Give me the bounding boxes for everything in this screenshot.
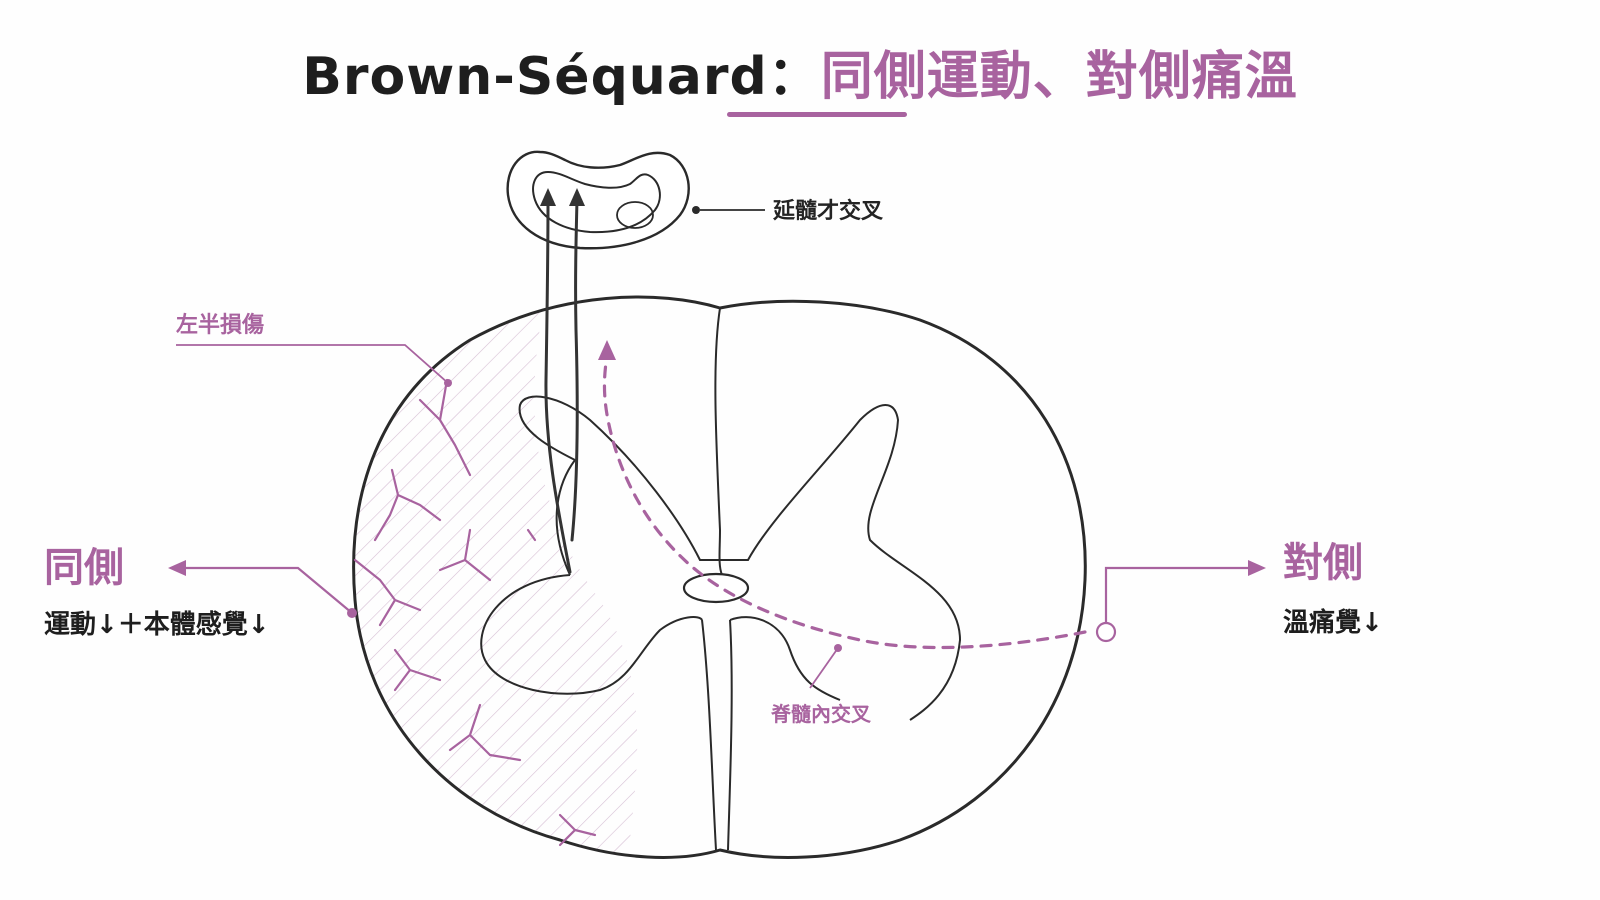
contralateral-heading: 對側 bbox=[1283, 540, 1363, 586]
contralateral-arrow bbox=[1095, 560, 1266, 643]
contralateral-deficit-text: 溫痛覺↓ bbox=[1283, 608, 1383, 638]
lesion-crack-marks bbox=[353, 378, 597, 847]
central-canal bbox=[682, 572, 750, 604]
ipsilateral-deficit-text: 運動↓＋本體感覺↓ bbox=[44, 610, 270, 640]
spinal-decussation-leader-line bbox=[809, 644, 842, 689]
title-underline bbox=[727, 112, 907, 117]
posterior-median-sulcus bbox=[714, 307, 723, 576]
lesion-hatched-region bbox=[353, 300, 638, 858]
title-accent: 同側運動、對側痛溫 bbox=[820, 47, 1298, 107]
ipsilateral-heading: 同側 bbox=[44, 545, 124, 591]
spinal-decussation-label: 脊髓內交叉 bbox=[771, 702, 871, 726]
tract-arrowheads bbox=[540, 188, 585, 206]
spinothalamic-pathway bbox=[598, 340, 1087, 650]
ipsilateral-arrow bbox=[168, 560, 357, 618]
lesion-leader-line bbox=[176, 344, 452, 387]
dorsal-column-tracts bbox=[544, 198, 579, 574]
medulla-leader-line bbox=[692, 206, 765, 214]
medulla-cross-section bbox=[506, 150, 690, 250]
left-hemisection-label: 左半損傷 bbox=[176, 313, 265, 338]
medulla-decussation-label: 延髓才交叉 bbox=[773, 199, 884, 224]
title-main: Brown-Séquard： bbox=[302, 47, 821, 107]
gray-matter-outline bbox=[480, 395, 962, 721]
page-title: Brown-Séquard：同側運動、對側痛溫 bbox=[0, 34, 1600, 109]
anterior-median-fissure bbox=[701, 619, 733, 851]
spinal-cord-outline bbox=[352, 295, 1087, 859]
